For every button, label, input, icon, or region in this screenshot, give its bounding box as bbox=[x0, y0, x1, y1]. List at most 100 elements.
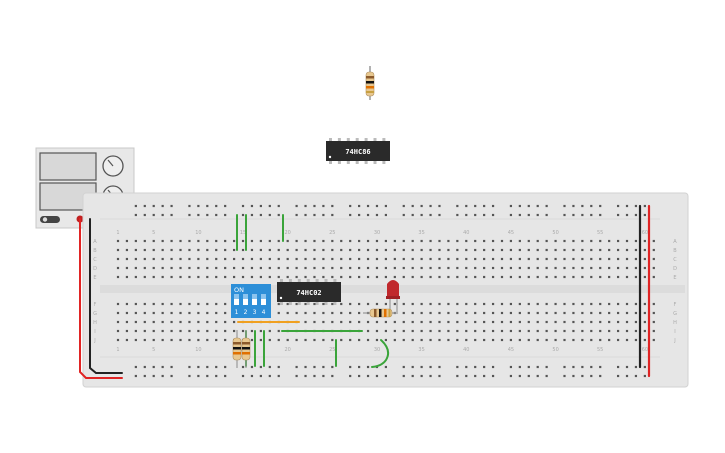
breadboard-hole[interactable] bbox=[572, 320, 575, 324]
breadboard-hole[interactable] bbox=[599, 320, 602, 324]
breadboard-hole[interactable] bbox=[536, 302, 539, 306]
board-resistor-horizontal[interactable] bbox=[363, 308, 398, 318]
breadboard-hole[interactable] bbox=[268, 266, 271, 270]
breadboard-hole[interactable] bbox=[500, 266, 504, 270]
breadboard-hole[interactable] bbox=[125, 275, 129, 279]
breadboard-hole[interactable] bbox=[402, 302, 405, 306]
breadboard-hole[interactable] bbox=[161, 302, 164, 306]
breadboard-hole[interactable] bbox=[491, 248, 495, 252]
breadboard-hole[interactable] bbox=[125, 338, 129, 342]
breadboard-hole[interactable] bbox=[304, 257, 307, 261]
breadboard-hole[interactable] bbox=[161, 257, 164, 261]
breadboard-hole[interactable] bbox=[590, 338, 593, 342]
breadboard-hole[interactable] bbox=[590, 275, 593, 279]
breadboard-hole[interactable] bbox=[590, 302, 593, 306]
breadboard-hole[interactable] bbox=[250, 374, 254, 378]
breadboard-hole[interactable] bbox=[599, 275, 602, 279]
breadboard-hole[interactable] bbox=[438, 275, 441, 279]
breadboard-hole[interactable] bbox=[429, 248, 432, 252]
breadboard-hole[interactable] bbox=[304, 204, 307, 208]
breadboard-hole[interactable] bbox=[527, 275, 530, 279]
breadboard-hole[interactable] bbox=[143, 213, 146, 217]
breadboard-hole[interactable] bbox=[375, 338, 379, 342]
breadboard-hole[interactable] bbox=[134, 338, 137, 342]
breadboard-hole[interactable] bbox=[465, 239, 468, 243]
breadboard-hole[interactable] bbox=[429, 338, 432, 342]
breadboard-hole[interactable] bbox=[572, 374, 575, 378]
breadboard-hole[interactable] bbox=[161, 329, 164, 333]
breadboard-hole[interactable] bbox=[250, 213, 254, 217]
breadboard-hole[interactable] bbox=[527, 365, 530, 369]
breadboard-hole[interactable] bbox=[295, 248, 298, 252]
breadboard-hole[interactable] bbox=[340, 320, 343, 324]
breadboard-hole[interactable] bbox=[438, 213, 441, 217]
breadboard-hole[interactable] bbox=[509, 266, 513, 270]
breadboard-hole[interactable] bbox=[536, 338, 539, 342]
breadboard-hole[interactable] bbox=[232, 329, 236, 333]
breadboard-hole[interactable] bbox=[563, 311, 566, 315]
breadboard-hole[interactable] bbox=[625, 329, 629, 333]
breadboard-hole[interactable] bbox=[349, 248, 352, 252]
breadboard-hole[interactable] bbox=[420, 320, 423, 324]
breadboard-hole[interactable] bbox=[474, 338, 477, 342]
breadboard-hole[interactable] bbox=[304, 374, 307, 378]
breadboard-hole[interactable] bbox=[197, 266, 200, 270]
breadboard-hole[interactable] bbox=[375, 374, 379, 378]
breadboard-hole[interactable] bbox=[232, 257, 236, 261]
breadboard-hole[interactable] bbox=[152, 248, 155, 252]
breadboard-hole[interactable] bbox=[456, 374, 459, 378]
breadboard-hole[interactable] bbox=[116, 320, 120, 324]
loose-chip-74hc86[interactable]: 74HC86 bbox=[326, 138, 390, 164]
breadboard-hole[interactable] bbox=[590, 266, 593, 270]
breadboard-hole[interactable] bbox=[527, 266, 530, 270]
breadboard-hole[interactable] bbox=[259, 329, 262, 333]
breadboard-hole[interactable] bbox=[438, 338, 441, 342]
breadboard-hole[interactable] bbox=[500, 302, 504, 306]
breadboard-hole[interactable] bbox=[554, 302, 557, 306]
breadboard-hole[interactable] bbox=[491, 275, 495, 279]
breadboard-hole[interactable] bbox=[456, 204, 459, 208]
breadboard-hole[interactable] bbox=[268, 213, 271, 217]
breadboard-hole[interactable] bbox=[447, 275, 450, 279]
breadboard-hole[interactable] bbox=[313, 266, 316, 270]
breadboard-hole[interactable] bbox=[215, 329, 218, 333]
breadboard-hole[interactable] bbox=[366, 374, 370, 378]
breadboard-hole[interactable] bbox=[134, 374, 137, 378]
breadboard-hole[interactable] bbox=[456, 275, 459, 279]
breadboard-hole[interactable] bbox=[277, 302, 280, 306]
breadboard-hole[interactable] bbox=[116, 329, 120, 333]
breadboard-hole[interactable] bbox=[581, 311, 584, 315]
breadboard-hole[interactable] bbox=[331, 239, 334, 243]
pull-down-resistor-2[interactable] bbox=[241, 330, 251, 368]
breadboard-hole[interactable] bbox=[429, 302, 432, 306]
breadboard-hole[interactable] bbox=[634, 204, 638, 208]
breadboard-hole[interactable] bbox=[545, 266, 548, 270]
breadboard-hole[interactable] bbox=[518, 248, 521, 252]
breadboard-hole[interactable] bbox=[429, 374, 432, 378]
breadboard-hole[interactable] bbox=[224, 248, 227, 252]
breadboard-hole[interactable] bbox=[483, 213, 486, 217]
breadboard-hole[interactable] bbox=[545, 248, 548, 252]
breadboard-hole[interactable] bbox=[134, 266, 137, 270]
breadboard-hole[interactable] bbox=[366, 329, 370, 333]
breadboard-hole[interactable] bbox=[536, 248, 539, 252]
breadboard-hole[interactable] bbox=[509, 320, 513, 324]
breadboard-hole[interactable] bbox=[304, 365, 307, 369]
breadboard-hole[interactable] bbox=[250, 338, 254, 342]
breadboard-hole[interactable] bbox=[366, 320, 370, 324]
breadboard-hole[interactable] bbox=[170, 302, 173, 306]
breadboard-hole[interactable] bbox=[411, 204, 414, 208]
breadboard-hole[interactable] bbox=[224, 302, 227, 306]
breadboard-hole[interactable] bbox=[179, 266, 182, 270]
breadboard-hole[interactable] bbox=[518, 329, 521, 333]
breadboard-hole[interactable] bbox=[215, 204, 218, 208]
breadboard-hole[interactable] bbox=[188, 204, 191, 208]
breadboard-hole[interactable] bbox=[375, 266, 379, 270]
breadboard-hole[interactable] bbox=[456, 329, 459, 333]
breadboard-hole[interactable] bbox=[143, 320, 146, 324]
breadboard-hole[interactable] bbox=[224, 257, 227, 261]
breadboard-hole[interactable] bbox=[616, 213, 620, 217]
breadboard-hole[interactable] bbox=[170, 365, 173, 369]
breadboard-hole[interactable] bbox=[393, 275, 396, 279]
breadboard-hole[interactable] bbox=[143, 257, 146, 261]
